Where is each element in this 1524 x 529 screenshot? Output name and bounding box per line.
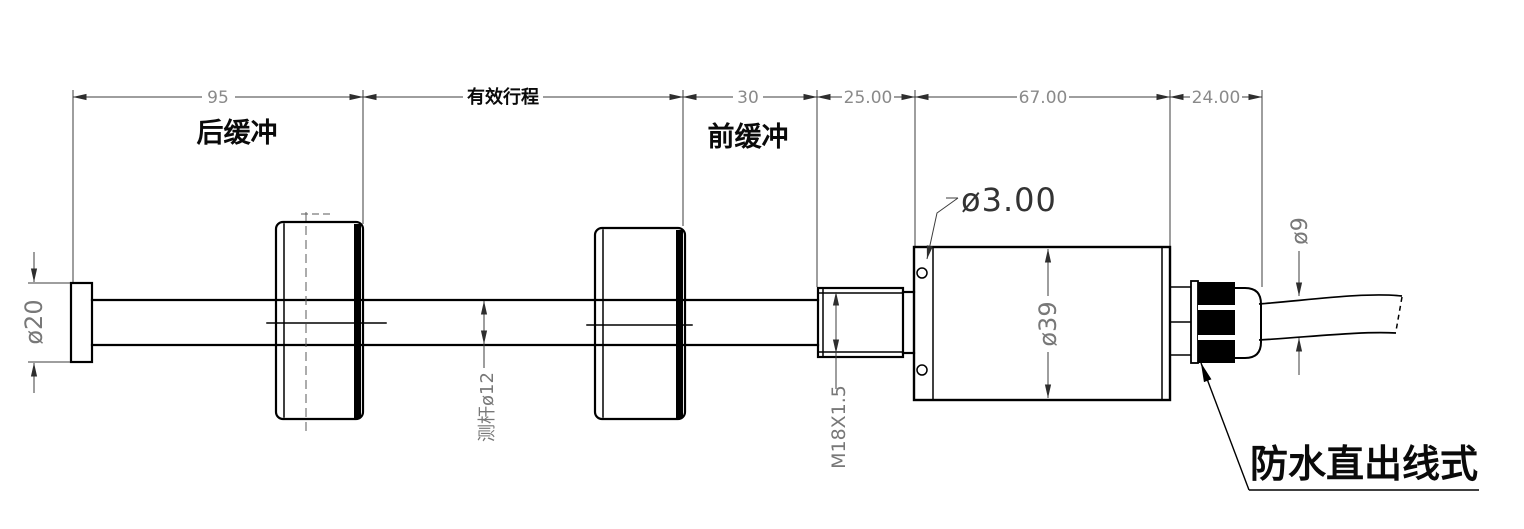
- cap-diameter-dim: ø20: [20, 252, 70, 393]
- cap-diameter-value: ø20: [20, 299, 48, 344]
- rear-buffer-label: 后缓冲: [197, 118, 278, 149]
- mount-hole-bottom: [916, 364, 928, 376]
- cable-type-label: 防水直出线式: [1250, 442, 1478, 486]
- rod-diameter-value: 测杆ø12: [477, 372, 498, 442]
- body-outline: [912, 245, 1172, 402]
- cable-type-callout: 防水直出线式: [1200, 362, 1479, 491]
- dim-text-mask: [1017, 88, 1069, 105]
- magnet-ring-body: [274, 220, 365, 421]
- thread-section: M18X1.5: [816, 286, 916, 469]
- cable-bottom-edge: [1258, 331, 1397, 341]
- dim-value-gland-length: 24.00: [1192, 88, 1241, 108]
- magnet-ring-rear: [266, 212, 387, 431]
- probe-rod: [69, 281, 820, 364]
- magnet-ring-edge-band: [676, 230, 683, 418]
- top-dimension-chain: 95 有效行程 30 25.00 67.00 24.00 后缓冲 前缓冲: [72, 86, 1263, 287]
- magnet-ring-front: [586, 226, 693, 421]
- cable-break-line: [1395, 296, 1403, 332]
- callout-leader: [1200, 362, 1250, 491]
- dim-text-mask: [733, 88, 763, 105]
- dim-value-nut-section: 25.00: [844, 88, 893, 108]
- cable-diameter-value: ø9: [1288, 217, 1313, 244]
- rod-end-cap: [69, 281, 94, 364]
- cable-top-edge: [1258, 294, 1403, 305]
- body-diameter-value: ø39: [1034, 301, 1062, 346]
- dim-value-front-buffer: 30: [737, 88, 759, 108]
- gland-knurled-nut: [1198, 282, 1235, 363]
- rod-diameter-dim: 测杆ø12: [477, 300, 498, 442]
- thread-spec-value: M18X1.5: [828, 385, 850, 469]
- dim-text-mask: [463, 86, 543, 106]
- dim-value-effective-stroke: 有效行程: [467, 86, 539, 108]
- dim-value-body-length: 67.00: [1019, 88, 1068, 108]
- dim-text-mask: [202, 88, 235, 105]
- cable-diameter-dim: ø9: [1288, 217, 1313, 375]
- gland-cap: [1235, 287, 1262, 359]
- dim-text-mask: [842, 88, 894, 105]
- mount-hole-top: [916, 267, 928, 279]
- thread-body: [816, 286, 905, 359]
- magnet-ring-edge-band: [354, 224, 361, 418]
- cable-gland: [1169, 280, 1262, 364]
- dim-value-rear-buffer: 95: [207, 88, 229, 108]
- front-buffer-label: 前缓冲: [708, 121, 789, 153]
- hole-diameter-value: ø3.00: [961, 181, 1057, 219]
- gland-flange: [1190, 280, 1199, 364]
- magnet-ring-body: [593, 226, 687, 421]
- cable: [1258, 294, 1403, 341]
- dim-text-mask: [1190, 88, 1242, 105]
- sensor-body: ø39 ø3.00: [912, 181, 1172, 402]
